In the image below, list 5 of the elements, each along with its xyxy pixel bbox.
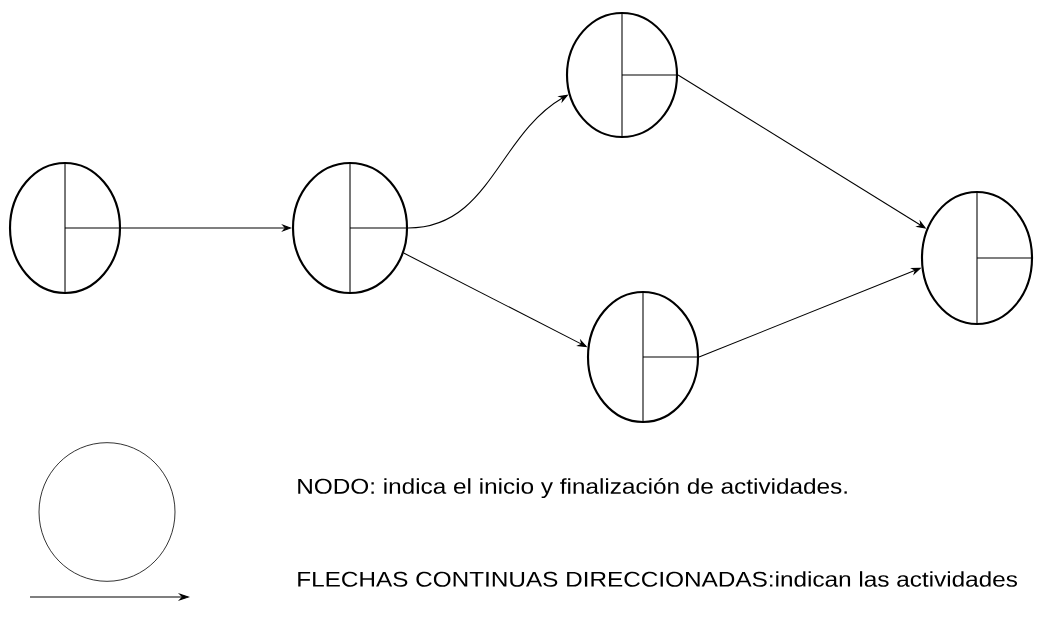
node-circle <box>8 161 122 295</box>
node-circle <box>920 190 1034 326</box>
node-circle <box>586 290 700 424</box>
node-circle <box>291 161 409 295</box>
node-circle <box>565 11 679 139</box>
